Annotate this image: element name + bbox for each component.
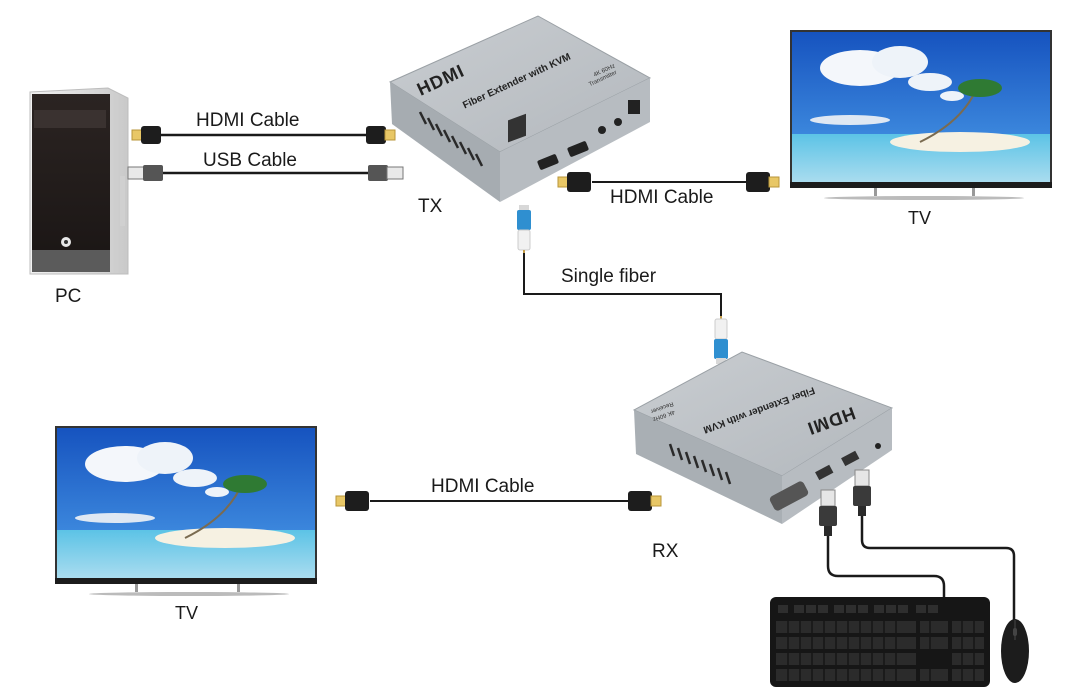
label-tv-top: TV (908, 208, 932, 228)
rx-device-icon (632, 351, 894, 524)
hdmi-plug-icon (557, 172, 591, 192)
node-rx: HDMI Fiber Extender with KVM 4K 60Hz Rec… (630, 348, 895, 528)
fiber-lc-connector-icon (517, 205, 531, 253)
fiber-lc-connector-icon (714, 316, 728, 364)
node-tv-bottom (55, 426, 323, 596)
node-tv-top (790, 30, 1058, 200)
hdmi-plug-icon (131, 126, 161, 144)
usb-plug-icon (853, 469, 871, 516)
tv-icon (790, 30, 1052, 200)
edge-tx-rx-fiber (523, 252, 722, 318)
mouse-icon (1001, 619, 1029, 683)
node-tx: HDMI Fiber Extender with KVM 4K 60Hz Tra… (388, 12, 653, 202)
hdmi-plug-icon (335, 491, 369, 511)
edge-label-pc-tx-usb: USB Cable (203, 150, 297, 171)
pc-tower-icon (29, 87, 129, 275)
keyboard-icon (770, 597, 990, 687)
label-pc: PC (55, 286, 82, 307)
hdmi-plug-icon (628, 491, 662, 511)
usb-plug-icon (127, 165, 163, 181)
edge-rx-mouse (860, 515, 1016, 620)
tv-icon (55, 426, 317, 596)
hdmi-plug-icon (746, 172, 780, 192)
usb-plug-icon (819, 489, 837, 536)
edge-label-tx-tvtop-hdmi: HDMI Cable (610, 187, 714, 208)
usb-plug-icon (368, 165, 404, 181)
label-tv-bottom: TV (175, 603, 199, 623)
edge-label-pc-tx-hdmi: HDMI Cable (196, 110, 300, 131)
tx-device-icon (388, 15, 652, 202)
edge-label-rx-tvbottom-hdmi: HDMI Cable (431, 476, 535, 497)
node-pc (28, 86, 130, 278)
label-rx: RX (652, 541, 679, 562)
edge-label-tx-rx-fiber: Single fiber (561, 266, 657, 287)
label-tx: TX (418, 196, 443, 217)
hdmi-plug-icon (366, 126, 396, 144)
node-mouse (1000, 618, 1030, 684)
node-keyboard (770, 597, 992, 689)
edge-rx-keyboard (826, 536, 946, 598)
